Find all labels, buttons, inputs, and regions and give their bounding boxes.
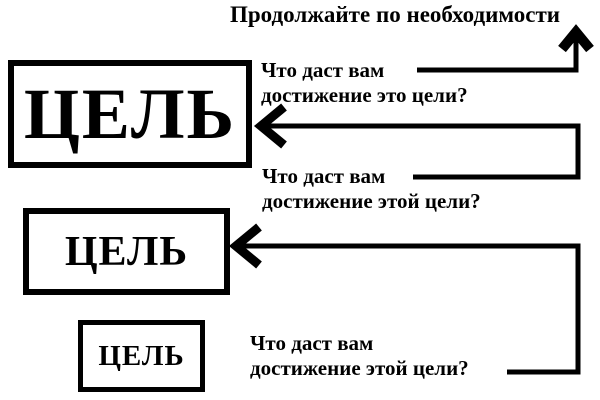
goal-box-medium-label: ЦЕЛЬ bbox=[64, 228, 189, 275]
question-1-line-2: достижение это цели? bbox=[261, 83, 468, 107]
question-1-line-1: Что даст вам bbox=[261, 58, 385, 82]
question-3-line-2: достижение этой цели? bbox=[250, 356, 469, 380]
goal-box-small-label: ЦЕЛЬ bbox=[98, 339, 185, 372]
question-2-line-2: достижение этой цели? bbox=[262, 189, 481, 213]
goal-box-large: ЦЕЛЬ bbox=[8, 60, 252, 168]
goal-box-small: ЦЕЛЬ bbox=[78, 320, 205, 392]
goal-box-large-label: ЦЕЛЬ bbox=[23, 73, 237, 154]
up-arrowhead-icon bbox=[558, 24, 594, 53]
question-2-line-1: Что даст вам bbox=[262, 164, 386, 188]
left-arrowhead-icon-1 bbox=[253, 103, 287, 149]
question-1: Что даст вам достижение это цели? bbox=[261, 58, 468, 108]
goal-box-medium: ЦЕЛЬ bbox=[23, 208, 230, 295]
question-2: Что даст вам достижение этой цели? bbox=[262, 164, 481, 214]
question-3: Что даст вам достижение этой цели? bbox=[250, 331, 469, 381]
question-3-line-1: Что даст вам bbox=[250, 331, 374, 355]
left-arrowhead-icon-2 bbox=[228, 223, 262, 269]
continue-as-needed-label: Продолжайте по необходимости bbox=[230, 2, 560, 27]
